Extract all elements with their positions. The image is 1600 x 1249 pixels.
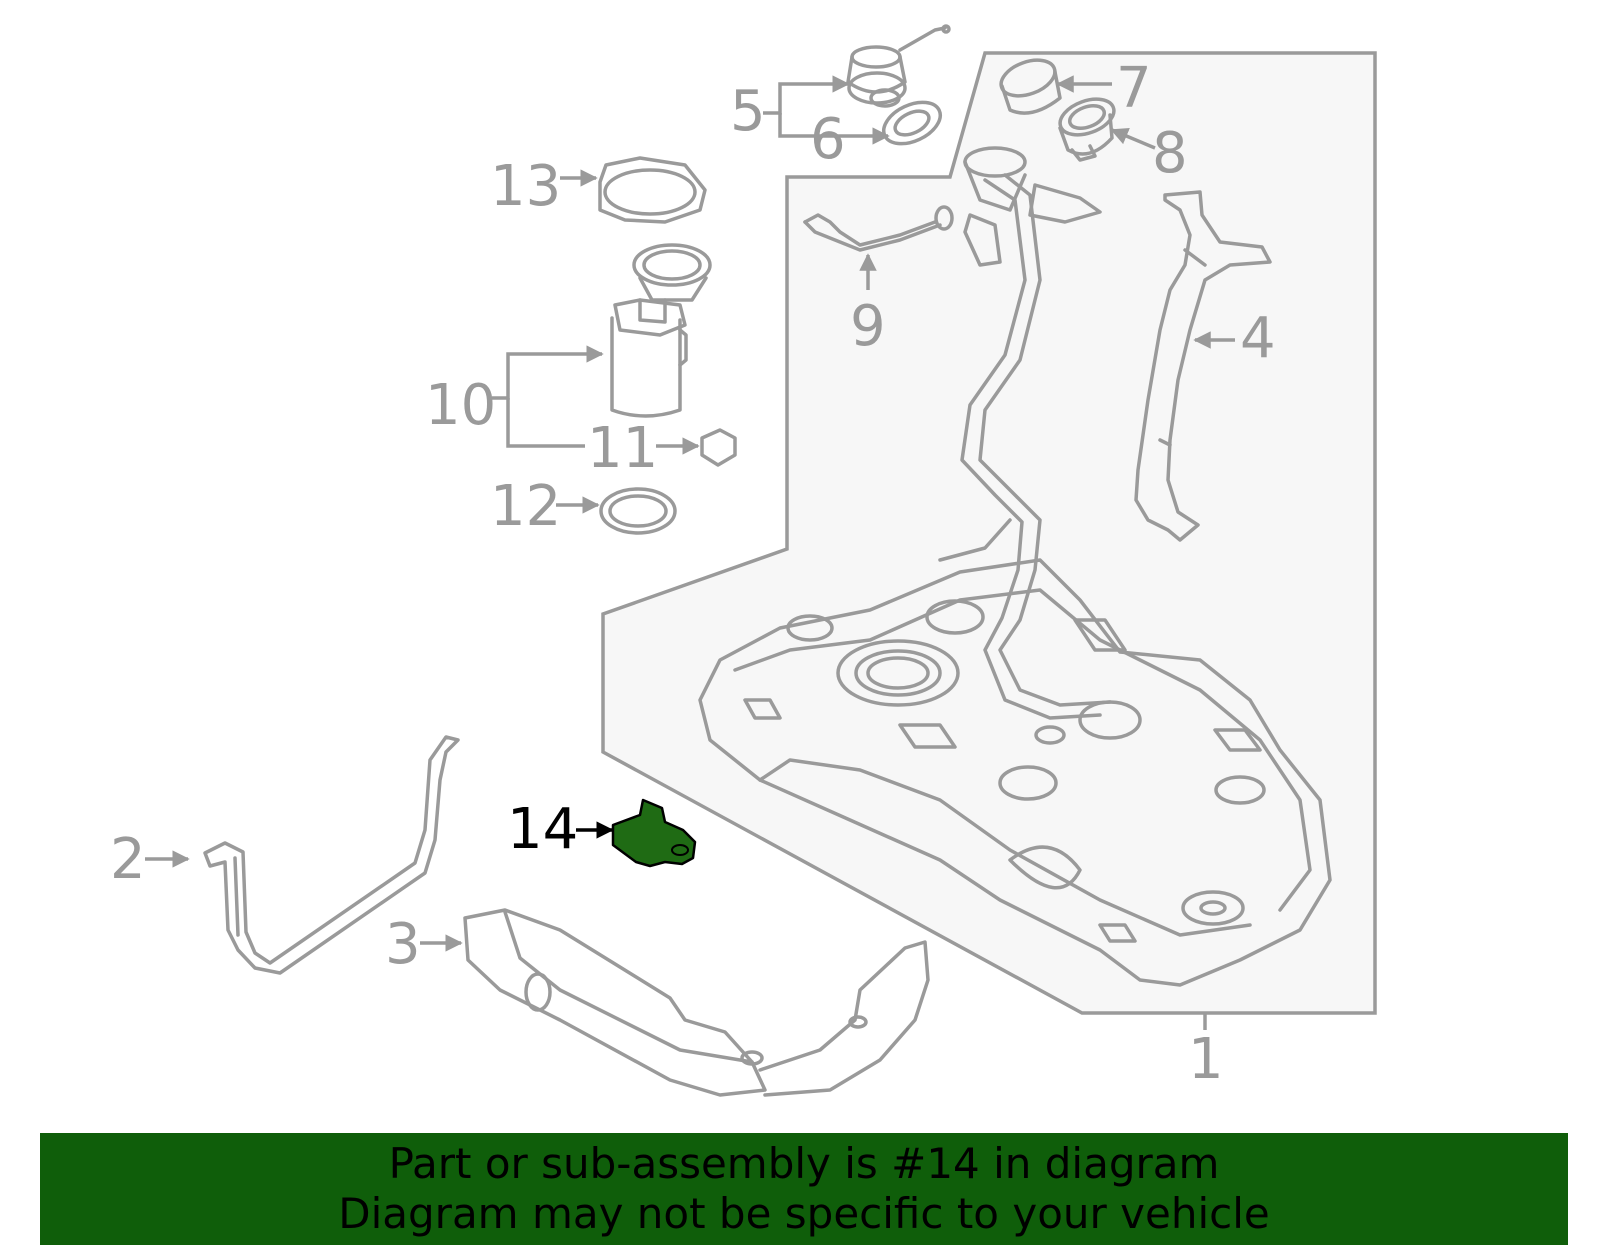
callout-9: 9 — [850, 294, 886, 359]
callout-7: 7 — [1116, 56, 1152, 121]
fuel-pump — [610, 243, 712, 418]
tank-strap-right — [1134, 190, 1272, 542]
vent-cap — [846, 24, 951, 108]
banner-line-2: Diagram may not be specific to your vehi… — [338, 1189, 1270, 1238]
callout-13: 13 — [490, 154, 561, 219]
callout-4: 4 — [1240, 306, 1276, 371]
info-banner: Part or sub-assembly is #14 in diagram D… — [40, 1133, 1568, 1245]
filler-neck — [938, 146, 1112, 720]
callout-11: 11 — [587, 416, 658, 481]
lock-ring — [598, 156, 707, 224]
assembly-panel — [601, 51, 1377, 1015]
fuel-tank — [698, 558, 1332, 987]
grommet — [999, 58, 1062, 115]
heat-shield — [463, 908, 930, 1097]
banner-line-1: Part or sub-assembly is #14 in diagram — [388, 1139, 1220, 1188]
callout-12: 12 — [490, 474, 561, 539]
callout-1: 1 — [1188, 1027, 1224, 1092]
callout-8: 8 — [1152, 121, 1188, 186]
callout-2: 2 — [110, 827, 146, 892]
sensor-module-highlight — [611, 798, 697, 868]
tank-strap-left — [203, 735, 460, 975]
callout-5: 5 — [730, 79, 766, 144]
callout-3: 3 — [385, 912, 421, 977]
sensor-wire — [803, 205, 954, 252]
leader-lines — [145, 75, 1235, 1030]
callout-14: 14 — [507, 797, 578, 862]
connector-clip — [700, 428, 737, 467]
seal-ring-large — [599, 487, 677, 535]
callout-6: 6 — [810, 107, 846, 172]
callout-10: 10 — [425, 373, 496, 438]
